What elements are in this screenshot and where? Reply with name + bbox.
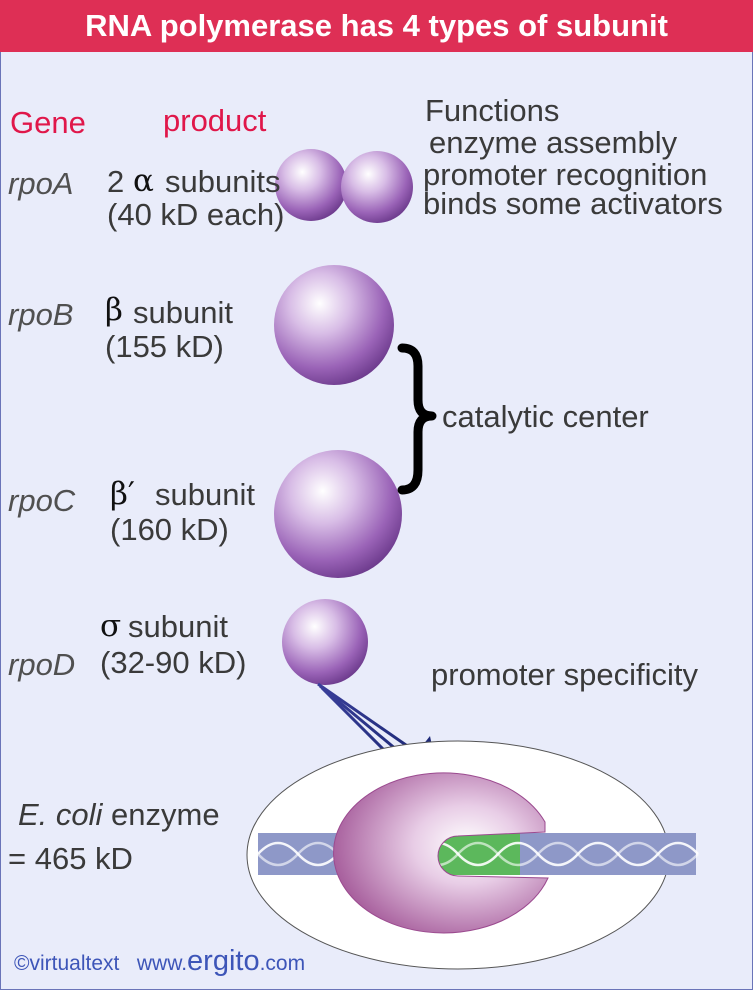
promoter-region [435, 833, 520, 875]
beta-product: subunit [133, 295, 233, 330]
promoter-specificity-label: promoter specificity [431, 657, 699, 692]
footer-tld: .com [259, 952, 306, 975]
gene-rpoA: rpoA [8, 166, 74, 201]
footer-www: www. [136, 952, 188, 975]
function-binds-activators: binds some activators [423, 186, 723, 221]
enzyme-name: E. coli enzyme [18, 798, 220, 831]
function-promoter-recognition: promoter recognition [423, 157, 708, 192]
gene-rpoD: rpoD [8, 647, 76, 682]
gene-header: Gene [10, 105, 86, 140]
enzyme-label: enzyme [111, 797, 220, 832]
enzyme-mass: = 465 kD [8, 841, 133, 876]
footer-copyright: ©virtualtext [14, 952, 120, 975]
sigma-subunit-sphere [282, 599, 368, 685]
dna-helix [257, 833, 699, 875]
alpha-product: subunits [165, 164, 281, 199]
catalytic-brace [397, 343, 437, 495]
enzyme-organism: E. coli [18, 797, 103, 832]
beta-subunit-sphere [274, 265, 394, 385]
beta-symbol: β [105, 292, 123, 328]
catalytic-center-label: catalytic center [442, 399, 649, 434]
sigma-mass: (32-90 kD) [100, 645, 247, 680]
title-banner: RNA polymerase has 4 types of subunit [0, 0, 753, 52]
function-enzyme-assembly: enzyme assembly [429, 125, 678, 160]
alpha-mass: (40 kD each) [107, 197, 285, 232]
beta-prime-product: subunit [155, 477, 255, 512]
gene-rpoC: rpoC [8, 483, 76, 518]
sigma-symbol: σ [100, 608, 122, 644]
beta-prime-mass: (160 kD) [110, 512, 229, 547]
beta-prime-subunit-sphere [274, 450, 402, 578]
sigma-product: subunit [128, 609, 228, 644]
alpha-count: 2 [107, 164, 125, 199]
beta-prime-symbol: β′ [110, 476, 135, 512]
functions-header: Functions [425, 93, 560, 128]
product-header: product [163, 103, 267, 138]
footer-brand: ergito [187, 945, 260, 977]
alpha-symbol: α [133, 163, 154, 199]
gene-rpoB: rpoB [8, 297, 74, 332]
beta-mass: (155 kD) [105, 329, 224, 364]
alpha-subunit-sphere-1 [275, 149, 347, 221]
alpha-subunit-sphere-2 [341, 151, 413, 223]
footer-credit: ©virtualtext www.ergito.com [14, 945, 305, 978]
enzyme-c-shape [333, 772, 549, 934]
